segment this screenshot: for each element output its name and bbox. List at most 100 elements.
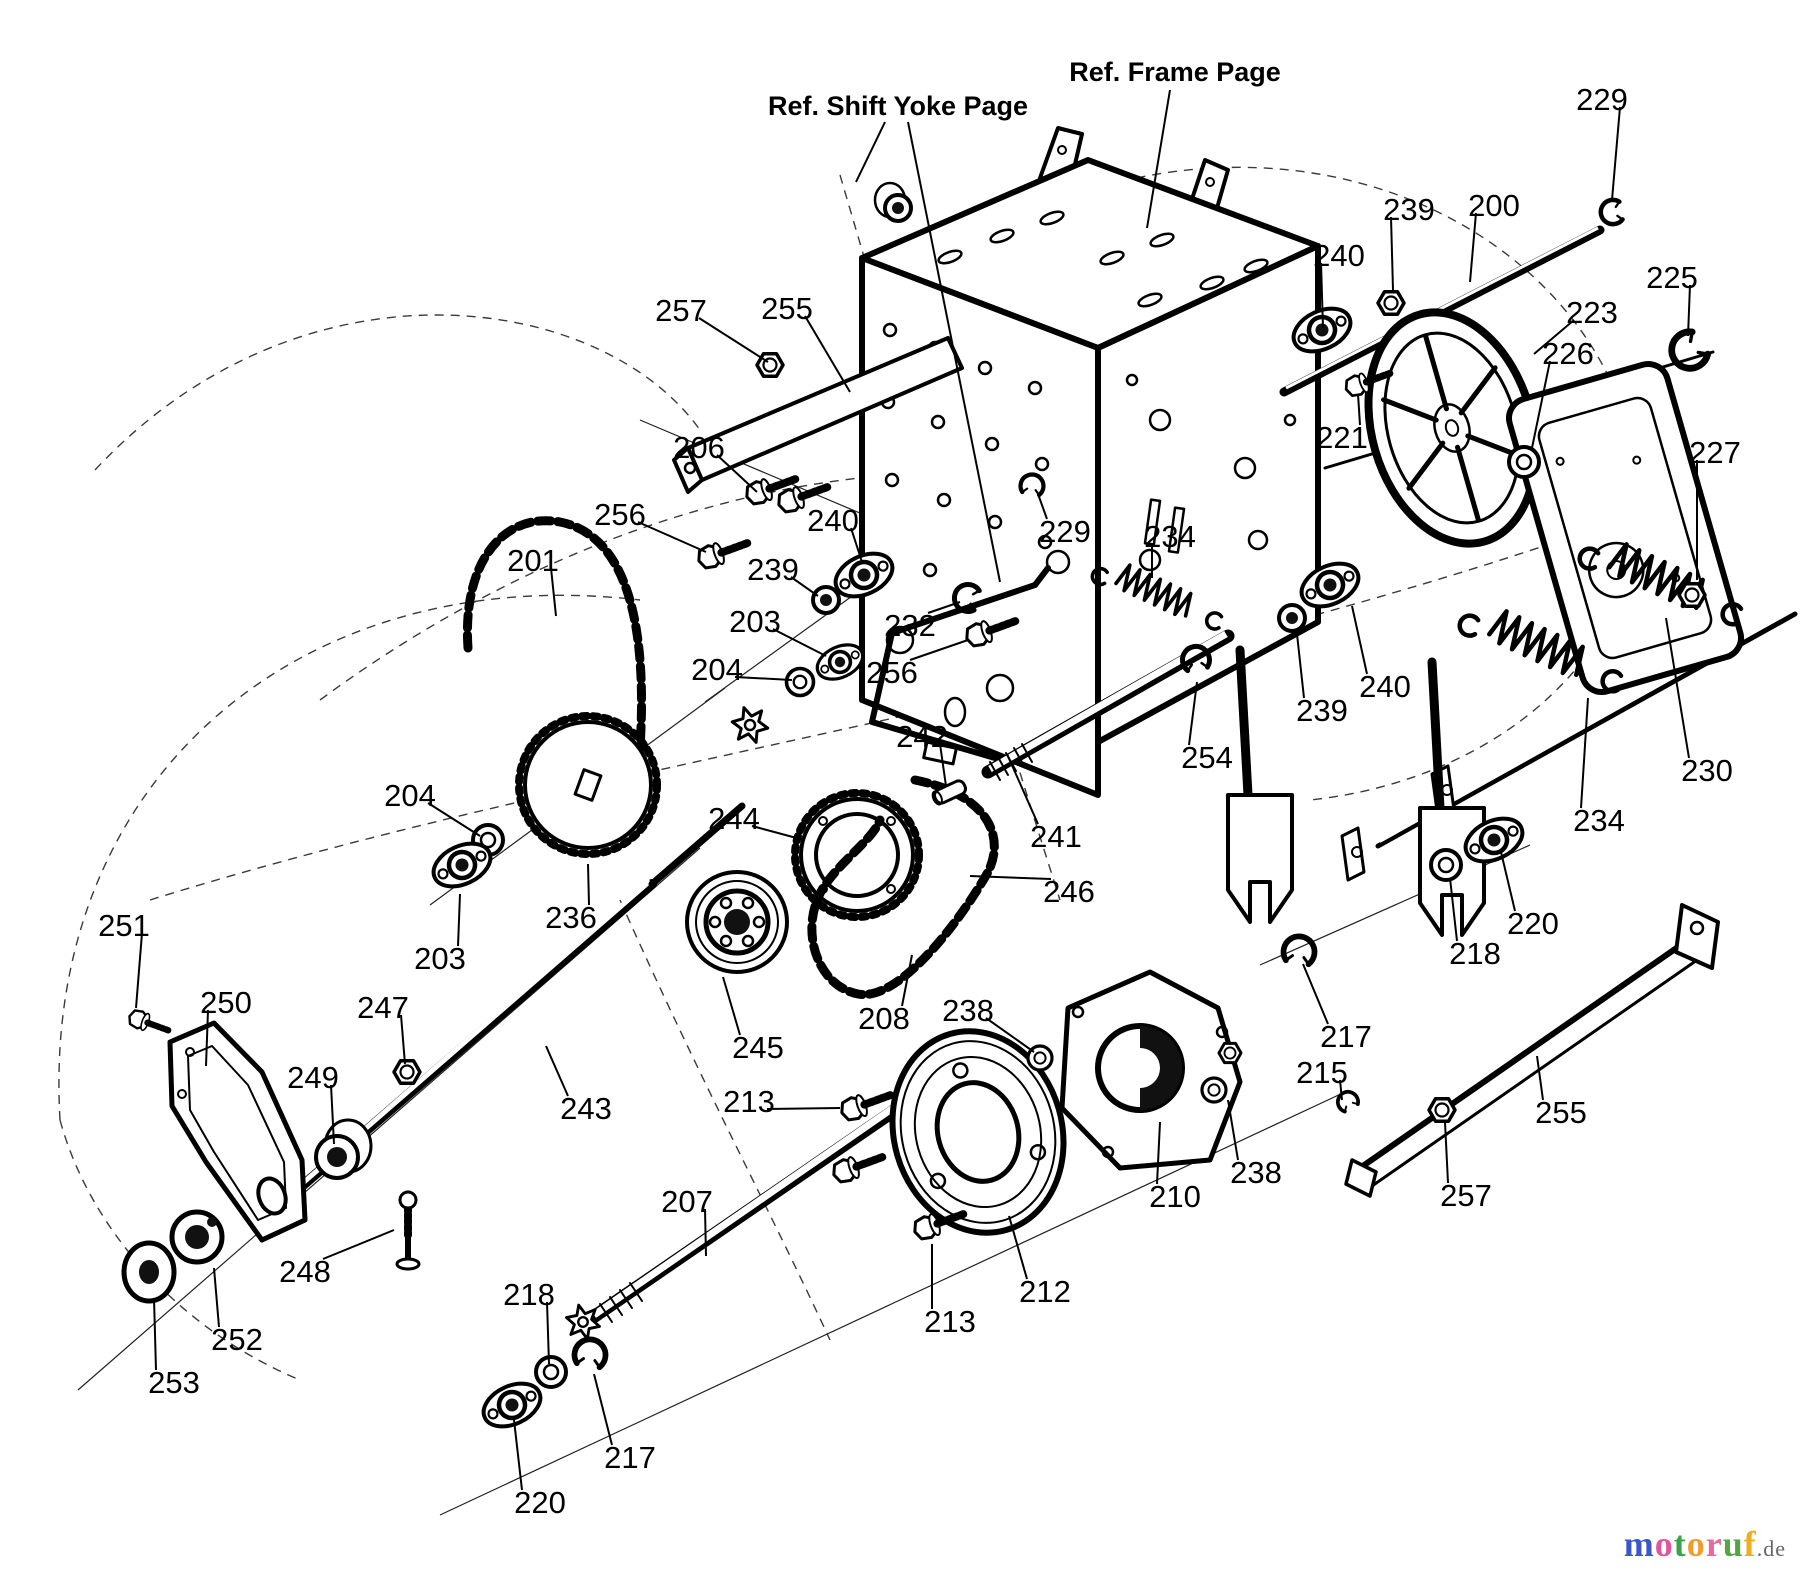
part-number-label: 249	[287, 1060, 339, 1095]
leader-line	[637, 521, 707, 553]
leader-line	[1444, 1121, 1449, 1184]
splined-shaft	[981, 629, 1235, 781]
carriage-bolt	[395, 1190, 421, 1271]
part-number-label: 256	[594, 497, 646, 532]
leader-line	[457, 893, 461, 947]
snap-ring	[1282, 934, 1317, 965]
part-number-label: 210	[1149, 1179, 1201, 1214]
part-number-label: 208	[858, 1001, 910, 1036]
leader-line	[716, 454, 758, 493]
leader-line	[1469, 212, 1477, 283]
leader-line	[804, 315, 851, 393]
part-number-label: 240	[1313, 238, 1365, 273]
drive-chain-lower	[807, 775, 999, 999]
hex-nut	[1376, 289, 1406, 317]
part-number-label: 204	[691, 652, 743, 687]
leader-line	[985, 1017, 1035, 1053]
part-number-label: 239	[1296, 693, 1348, 728]
hex-nut	[1427, 1096, 1457, 1124]
frame-top-slots	[937, 210, 1269, 308]
side-cover-plate	[1506, 361, 1744, 695]
leader-line	[135, 932, 143, 1009]
part-number-label: 243	[560, 1091, 612, 1126]
part-number-label: 207	[661, 1184, 713, 1219]
clutch-pin	[931, 779, 967, 806]
spacer-washer	[121, 1240, 177, 1304]
leader-line	[927, 601, 961, 614]
snap-ring	[573, 1337, 608, 1368]
part-number-label: 223	[1566, 295, 1618, 330]
part-number-label: 257	[1440, 1178, 1492, 1213]
flange-bushing	[314, 1118, 373, 1180]
leader-line	[1500, 851, 1516, 912]
leader-line	[550, 567, 557, 617]
leader-line	[1687, 284, 1691, 337]
leader-line	[766, 1107, 841, 1110]
leader-line	[593, 1373, 613, 1446]
part-number-label: 220	[1507, 906, 1559, 941]
frame-bushing	[873, 181, 913, 223]
reference-leader-line	[855, 121, 886, 183]
part-number-label: 227	[1689, 435, 1741, 470]
leader-line	[772, 628, 827, 657]
transmission-housing	[1059, 969, 1243, 1171]
bearing-bushing	[1277, 603, 1307, 633]
drive-chain-upper	[462, 516, 647, 753]
watermark-letter: o	[1686, 1524, 1706, 1564]
watermark-letter: f	[1743, 1524, 1757, 1564]
part-number-label: 250	[200, 985, 252, 1020]
part-number-label: 206	[673, 430, 725, 465]
part-number-label: 251	[98, 908, 150, 943]
watermark-suffix: .de	[1756, 1536, 1786, 1561]
part-number-label: 247	[357, 990, 409, 1025]
part-number-label: 226	[1542, 336, 1594, 371]
part-number-label: 212	[1019, 1274, 1071, 1309]
part-number-label: 255	[761, 291, 813, 326]
flat-washer	[534, 1355, 568, 1389]
flat-washer	[784, 666, 816, 698]
leader-line	[427, 802, 481, 837]
part-number-label: 246	[1043, 874, 1095, 909]
leader-line	[1296, 633, 1305, 699]
leader-line	[1227, 1099, 1239, 1161]
part-number-label: 229	[1576, 82, 1628, 117]
part-number-label: 240	[807, 503, 859, 538]
part-number-label: 204	[384, 778, 436, 813]
leader-line	[513, 1419, 523, 1491]
part-number-label: 221	[1316, 420, 1368, 455]
part-number-label: 238	[942, 993, 994, 1028]
part-number-label: 241	[1030, 819, 1082, 854]
drive-pulley	[889, 1028, 1067, 1236]
leader-line	[698, 317, 769, 363]
leader-line	[1531, 360, 1551, 449]
bearing-bushing	[811, 585, 841, 615]
axle-support-bar-right	[1344, 903, 1720, 1198]
watermark-logo: motoruf.de	[1624, 1523, 1786, 1565]
part-number-label: 218	[503, 1277, 555, 1312]
wheel-pulley	[1364, 308, 1540, 548]
leader-line	[1580, 697, 1589, 809]
reference-note: Ref. Shift Yoke Page	[768, 91, 1028, 121]
leader-line	[1449, 877, 1458, 942]
part-number-label: 252	[211, 1322, 263, 1357]
shift-forks	[1226, 645, 1486, 937]
reference-leader-line	[907, 121, 1001, 583]
leader-line	[734, 676, 793, 681]
part-number-label: 232	[884, 608, 936, 643]
leader-line	[939, 743, 947, 787]
leader-line	[213, 1267, 220, 1328]
part-number-label: 218	[1449, 936, 1501, 971]
leader-line	[1008, 1215, 1028, 1280]
leader-line	[1390, 216, 1394, 291]
watermark-letter: r	[1705, 1524, 1723, 1564]
leader-line	[901, 954, 913, 1007]
part-number-label: 229	[1039, 514, 1091, 549]
part-number-label: 236	[545, 900, 597, 935]
leader-line	[1156, 1121, 1161, 1185]
flat-washer	[1507, 445, 1541, 479]
watermark-letter: m	[1623, 1524, 1655, 1564]
leader-line	[1037, 493, 1048, 520]
leader-line	[1665, 617, 1690, 759]
watermark-letter: u	[1722, 1524, 1744, 1564]
